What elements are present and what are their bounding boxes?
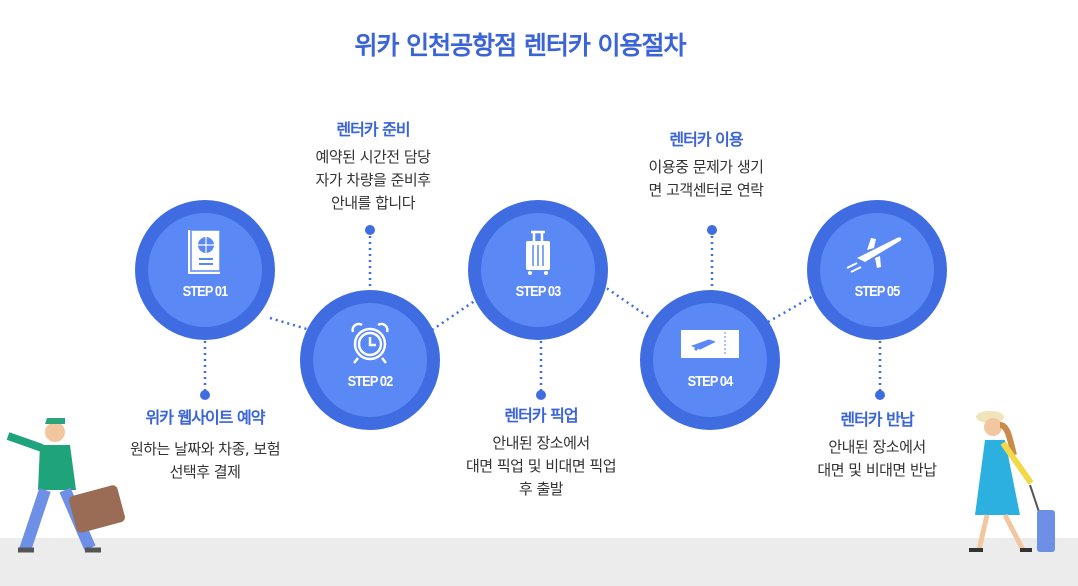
- passport-icon: [188, 229, 221, 274]
- step-label: STEP 01: [182, 283, 229, 300]
- page-title: 위카 인천공항점 렌터카 이용절차: [354, 31, 686, 60]
- ground-band: [0, 538, 1078, 586]
- step-heading: 위카 웹사이트 예약: [145, 408, 266, 427]
- step-01-circle: STEP 01: [135, 200, 275, 340]
- airplane-icon: [846, 237, 902, 273]
- step-03-circle: STEP 03: [468, 200, 608, 340]
- alarm-clock-icon: [351, 322, 389, 364]
- step-text: 자가 차량을 준비후: [315, 171, 431, 189]
- step-text: 안내를 합니다: [330, 194, 416, 212]
- step-04-description: 렌터카 이용 이용중 문제가 생기 면 고객센터로 연락: [586, 126, 826, 202]
- step-heading: 렌터카 반납: [840, 410, 914, 429]
- step-04-circle: STEP 04: [640, 290, 780, 430]
- step-label: STEP 04: [687, 373, 734, 390]
- step-label: STEP 05: [854, 283, 901, 300]
- step-text: 안내된 장소에서: [828, 438, 926, 456]
- traveler-man-illustration: [6, 418, 125, 553]
- step-text: 면 고객센터로 연락: [648, 181, 764, 199]
- step-label: STEP 03: [515, 283, 562, 300]
- step-05-description: 렌터카 반납 안내된 장소에서 대면 및 비대면 반납: [757, 406, 997, 482]
- step-text: 안내된 장소에서: [492, 434, 590, 452]
- step-heading: 렌터카 이용: [669, 130, 743, 149]
- step-text: 대면 및 비대면 반납: [817, 461, 937, 479]
- step-text: 후 출발: [518, 480, 564, 498]
- step-01-description: 위카 웹사이트 예약 원하는 날짜와 차종, 보험 선택후 결제: [85, 404, 325, 484]
- step-05-circle: STEP 05: [807, 200, 947, 340]
- ticket-icon: [681, 330, 739, 358]
- step-03-description: 렌터카 픽업 안내된 장소에서 대면 픽업 및 비대면 픽업 후 출발: [421, 402, 661, 501]
- suitcase-icon: [526, 230, 550, 275]
- step-text: 선택후 결제: [169, 463, 241, 481]
- step-text: 원하는 날짜와 차종, 보험: [129, 440, 281, 458]
- step-text: 대면 픽업 및 비대면 픽업: [465, 457, 617, 475]
- step-02-circle: STEP 02: [300, 290, 440, 430]
- traveler-woman-illustration: [969, 411, 1055, 552]
- step-text: 예약된 시간전 담당: [315, 148, 431, 166]
- step-02-description: 렌터카 준비 예약된 시간전 담당 자가 차량을 준비후 안내를 합니다: [253, 116, 493, 215]
- step-label: STEP 02: [347, 373, 394, 390]
- step-heading: 렌터카 픽업: [504, 406, 578, 425]
- step-text: 이용중 문제가 생기: [648, 158, 764, 176]
- step-heading: 렌터카 준비: [336, 120, 410, 139]
